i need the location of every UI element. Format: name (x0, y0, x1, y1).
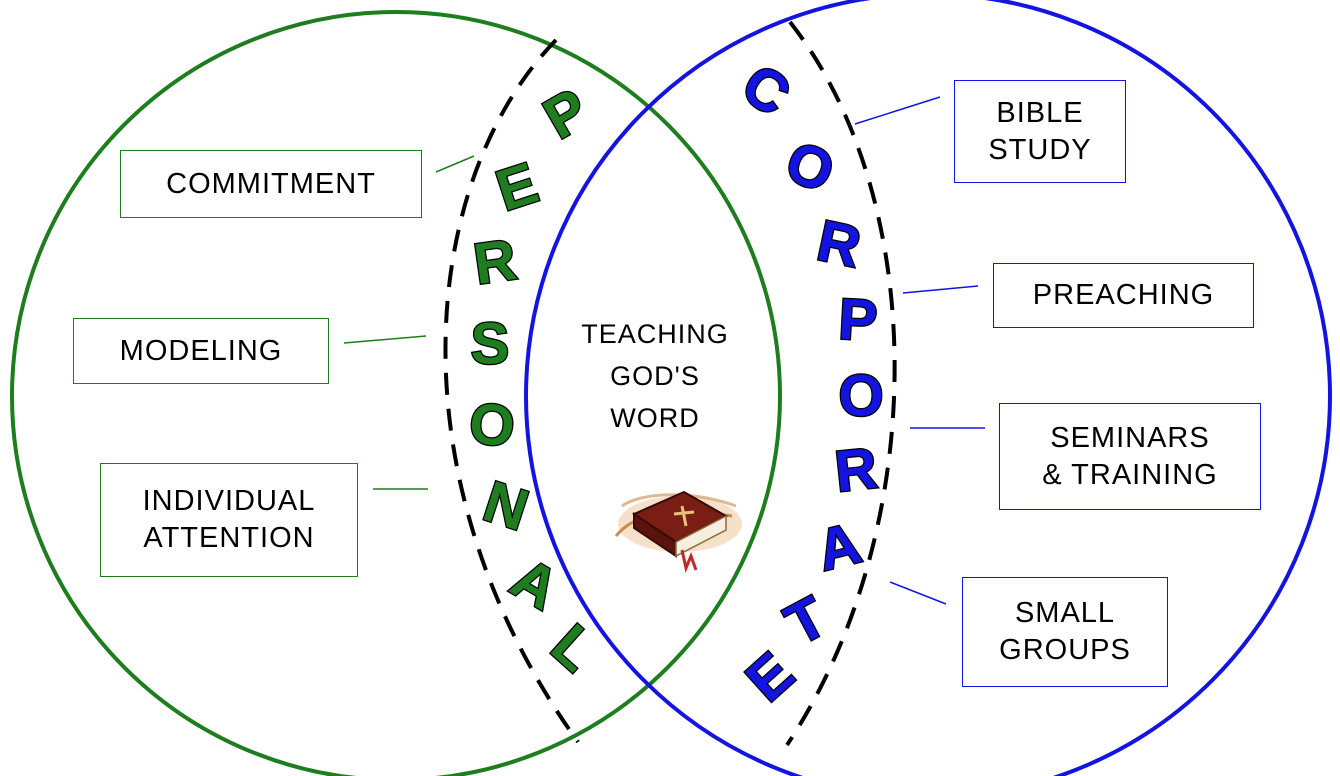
personal-letter-e: E (489, 150, 546, 224)
personal-letter-s: S (471, 312, 510, 377)
box-label: & TRAINING (1042, 458, 1218, 491)
personal-dashed-arc (443, 38, 580, 744)
corporate-letter-r: R (812, 208, 866, 280)
preaching-box: PREACHING (993, 263, 1254, 328)
box-label: STUDY (988, 133, 1092, 166)
center-line: WORD (610, 403, 700, 433)
small-groups-connector (889, 581, 947, 605)
small-groups-box: SMALL GROUPS (962, 577, 1168, 687)
corporate-letter-o: O (777, 128, 843, 205)
corporate-circle (524, 0, 1332, 776)
center-title: TEACHING GOD'S WORD (555, 313, 755, 439)
corporate-dashed-arc (785, 20, 897, 747)
corporate-letter-a: A (811, 510, 867, 583)
preaching-connector (902, 285, 979, 294)
bible-study-box: BIBLE STUDY (954, 80, 1126, 183)
bible-icon (614, 490, 742, 573)
personal-letter-r: R (470, 227, 521, 297)
corporate-letter-c: C (730, 51, 801, 128)
commitment-box: COMMITMENT (120, 150, 422, 218)
box-label: COMMITMENT (166, 167, 376, 200)
personal-letter-o: O (467, 391, 518, 460)
modeling-box: MODELING (73, 318, 329, 384)
box-label: PREACHING (1032, 279, 1215, 311)
box-label: SMALL (1014, 597, 1116, 629)
box-label: SEMINARS (1050, 421, 1210, 454)
corporate-letter-r: R (832, 435, 880, 504)
center-line: GOD'S (610, 361, 700, 391)
personal-letter-p: P (533, 76, 599, 152)
box-label: GROUPS (999, 634, 1131, 666)
corporate-letter-t: T (775, 584, 837, 658)
box-label: MODELING (119, 334, 283, 367)
modeling-connector (343, 335, 427, 344)
corporate-letter-o: O (838, 364, 883, 429)
corporate-letter-e: E (734, 640, 806, 714)
commitment-connector (435, 155, 475, 173)
center-line: TEACHING (581, 319, 729, 349)
seminars-training-box: SEMINARS & TRAINING (999, 403, 1261, 510)
corporate-letter-p: P (837, 287, 879, 354)
box-label: INDIVIDUAL (142, 485, 316, 517)
box-label: ATTENTION (143, 522, 315, 554)
box-label: BIBLE (996, 96, 1084, 129)
personal-letter-n: N (476, 469, 536, 544)
individual-attention-box: INDIVIDUAL ATTENTION (100, 463, 358, 577)
bible-study-connector (854, 96, 941, 125)
personal-circle (10, 10, 782, 776)
